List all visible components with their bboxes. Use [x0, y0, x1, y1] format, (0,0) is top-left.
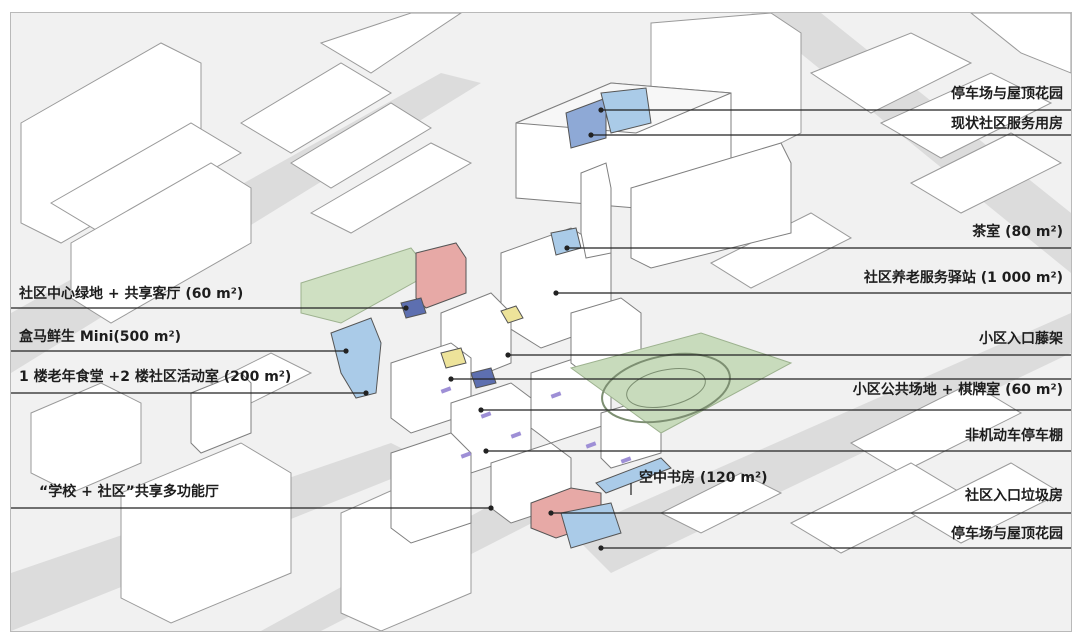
label-bike-shed: 非机动车停车棚 — [965, 428, 1063, 444]
sky-library-bridge — [595, 457, 672, 494]
label-elderly-service-station: 社区养老服务驿站 (1 000 m²) — [863, 270, 1063, 286]
label-parking-roof-garden-bottom: 停车场与屋顶花园 — [951, 526, 1063, 542]
label-central-green: 社区中心绿地 + 共享客厅 (60 m²) — [19, 286, 244, 302]
label-entrance-trellis: 小区入口藤架 — [979, 331, 1063, 347]
green-spaces — [300, 247, 793, 434]
diagram-frame: 停车场与屋顶花园 现状社区服务用房 茶室 (80 m²) 社区养老服务驿站 (1… — [10, 12, 1072, 632]
highlighted-facilities — [330, 87, 672, 549]
axonometric-map — [11, 13, 1071, 631]
label-canteen-activity: 1 楼老年食堂 +2 楼社区活动室 (200 m²) — [19, 369, 292, 385]
label-tea-room: 茶室 (80 m²) — [972, 224, 1063, 240]
label-parking-roof-garden-top: 停车场与屋顶花园 — [951, 86, 1063, 102]
chess-room-mark — [440, 347, 467, 369]
canteen-mark — [330, 317, 382, 399]
label-hema-mini: 盒马鲜生 Mini(500 m²) — [19, 329, 181, 345]
label-existing-service-room: 现状社区服务用房 — [951, 116, 1063, 132]
trellis-mark — [500, 305, 524, 324]
hema-mark — [400, 297, 427, 319]
label-sky-library: 空中书房 (120 m²) — [639, 470, 768, 486]
parking-roof-garden-bottom-mark — [560, 502, 622, 549]
label-entrance-garbage: 社区入口垃圾房 — [965, 488, 1063, 504]
leader-lines — [11, 107, 1071, 551]
background-buildings — [20, 13, 1071, 631]
bike-shed-mark — [470, 367, 497, 389]
central-green-building-mark — [415, 242, 467, 309]
label-public-venue-chess: 小区公共场地 + 棋牌室 (60 m²) — [852, 382, 1063, 398]
label-school-community-hall: “学校 + 社区”共享多功能厅 — [39, 484, 219, 500]
bike-marks — [440, 386, 632, 464]
